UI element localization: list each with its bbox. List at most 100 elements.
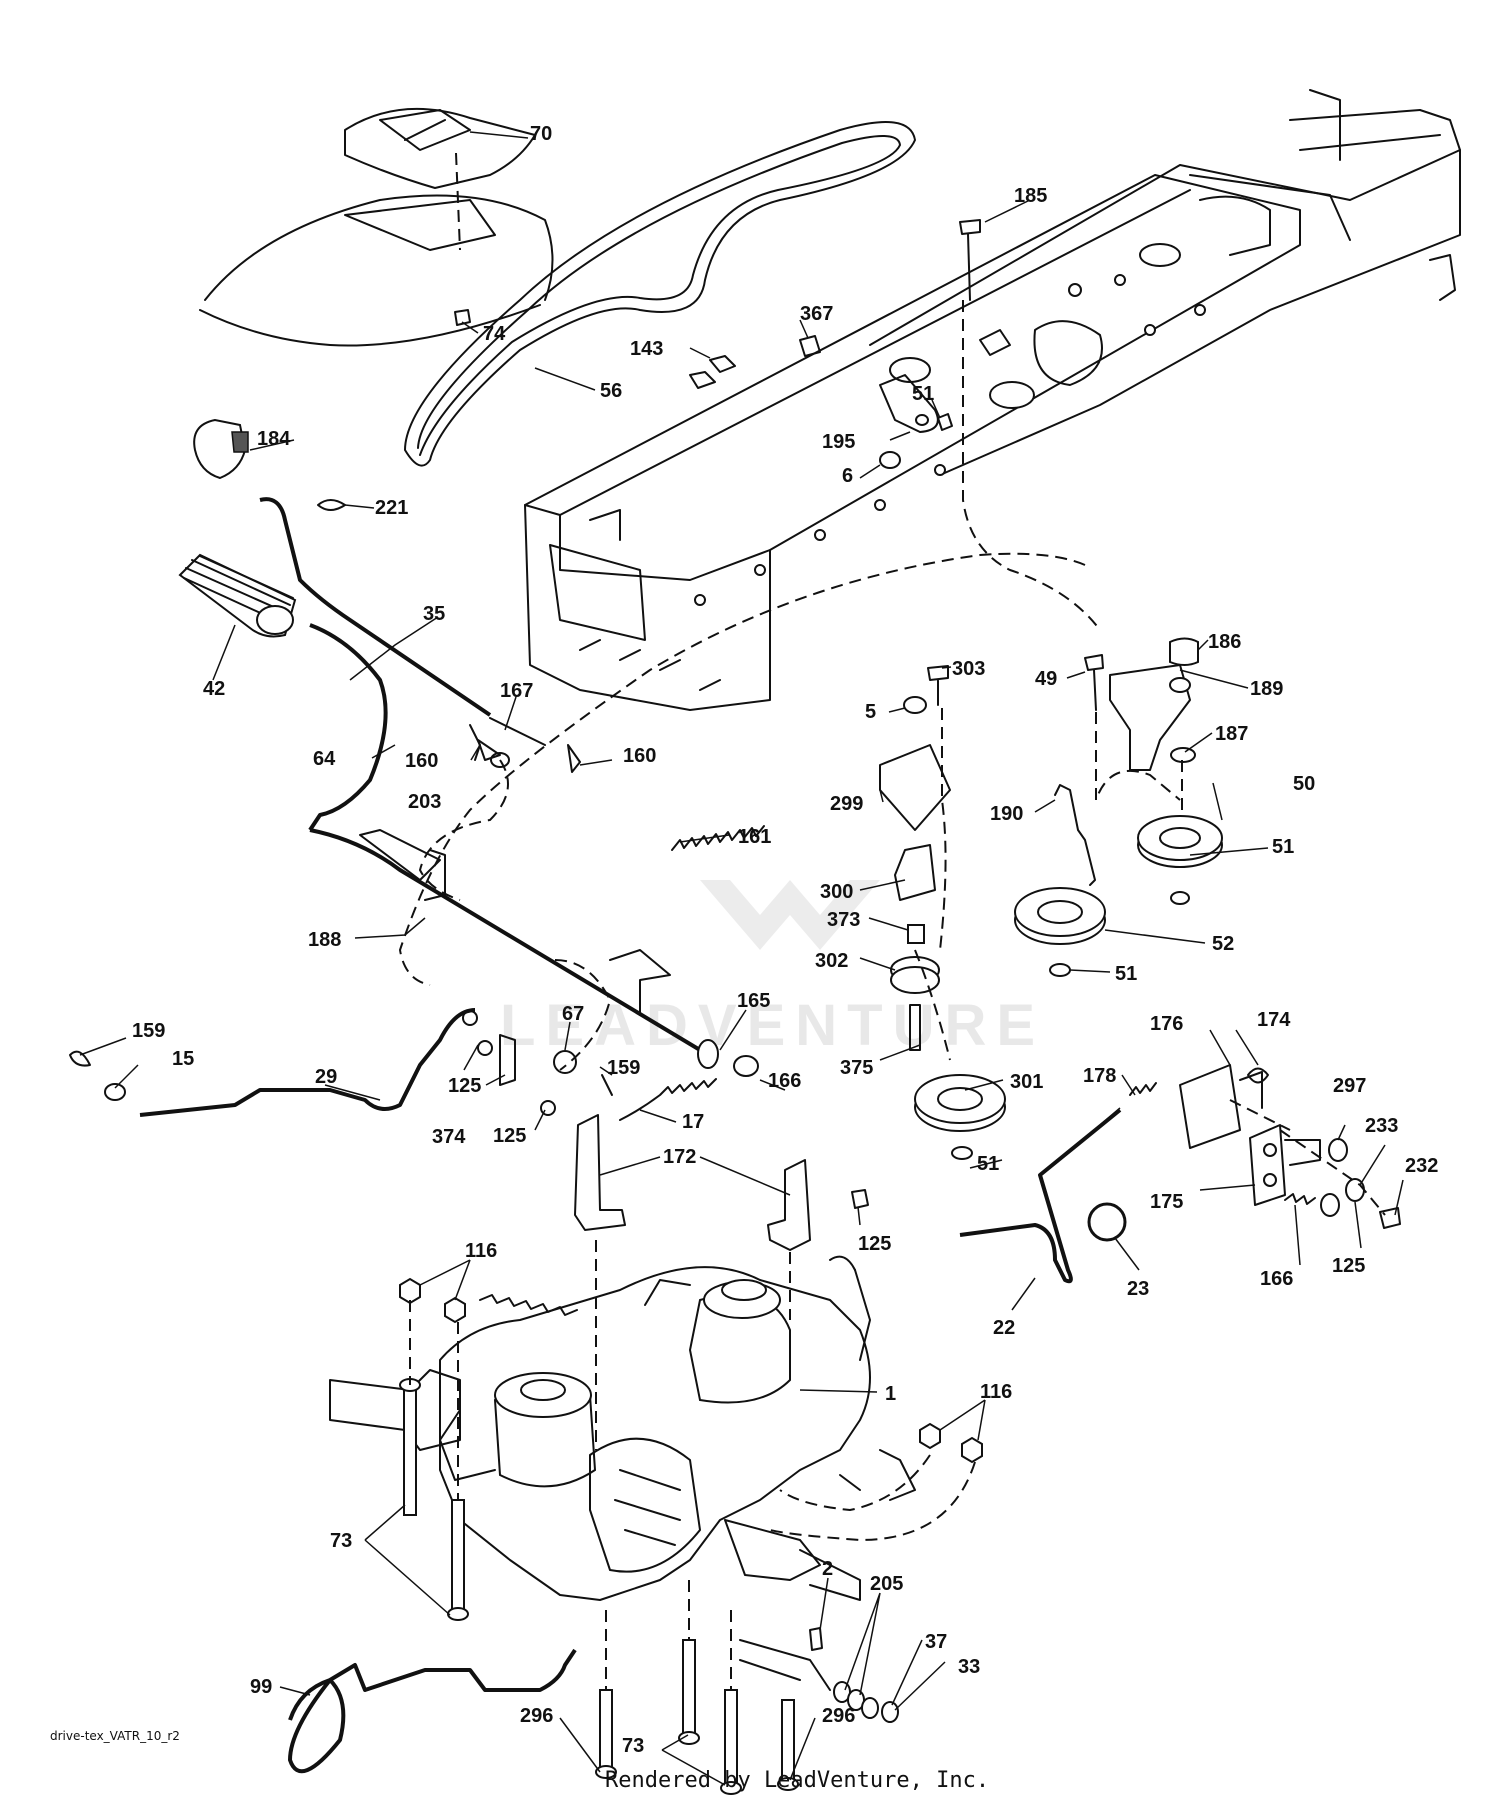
callout-373: 373 [827,909,860,931]
callout-303: 303 [952,658,985,680]
frame-hardware [454,309,953,469]
callout-367: 367 [800,303,833,325]
callout-29: 29 [315,1066,337,1088]
callout-143: 143 [630,338,663,360]
callout-296-a: 296 [520,1705,553,1727]
callout-167: 167 [500,680,533,702]
callout-74: 74 [483,323,506,345]
callout-51-b: 51 [1272,836,1294,858]
callout-186: 186 [1208,631,1241,653]
callout-2: 2 [822,1558,833,1580]
callout-160-a: 160 [405,750,438,772]
callout-64: 64 [313,748,336,770]
callout-50: 50 [1293,773,1315,795]
callout-233: 233 [1365,1115,1398,1137]
callout-185: 185 [1014,185,1047,207]
callout-166-a: 166 [768,1070,801,1092]
idler-arm [879,696,951,1051]
callout-42: 42 [203,678,225,700]
rod-22 [959,1108,1122,1284]
callout-99: 99 [250,1676,272,1698]
callout-22: 22 [993,1317,1015,1339]
callout-172: 172 [663,1146,696,1168]
watermark: LEADVENTURE [500,880,1035,1058]
callout-160-b: 160 [623,745,656,767]
callout-190: 190 [990,803,1023,825]
connection-lines [398,152,1386,1690]
drive-belt [404,121,916,467]
callout-166-b: 125 [1332,1255,1365,1277]
transaxle-hardware [399,1277,983,1795]
callout-37: 37 [925,1631,947,1653]
callout-56: 56 [600,380,622,402]
callout-161: 161 [738,826,771,848]
callout-195: 195 [822,431,855,453]
callout-73-a: 73 [330,1530,352,1552]
bypass-rod [288,1648,577,1774]
callout-1: 1 [885,1383,896,1405]
callout-5: 5 [865,701,876,723]
callout-116-b: 116 [980,1381,1012,1403]
callout-165: 165 [737,990,770,1012]
callout-301: 301 [1010,1071,1043,1093]
callout-174: 174 [1257,1009,1291,1031]
callout-35: 35 [423,603,445,625]
callout-176: 176 [1150,1013,1183,1035]
knob [193,418,249,480]
callout-49: 49 [1035,668,1057,690]
callout-221: 221 [375,497,408,519]
callout-51-a: 51 [912,383,934,405]
bolts-upper [927,219,1104,711]
callout-125-a: 125 [448,1075,481,1097]
callout-205: 205 [870,1573,903,1595]
callout-232: 232 [1405,1155,1438,1177]
callout-203: 203 [408,791,441,813]
rendered-by: Rendered by LeadVenture, Inc. [605,1768,989,1793]
callout-6: 6 [842,465,853,487]
callout-188: 188 [308,929,341,951]
linkage-hardware [317,499,759,1116]
springs [619,825,765,1121]
callouts: 70 185 74 367 143 56 51 195 184 6 221 35… [132,123,1438,1757]
callout-33: 33 [958,1656,980,1678]
callout-300: 300 [820,881,853,903]
transaxle [329,1255,916,1601]
frame [524,89,1461,711]
idler-bracket [1054,637,1199,886]
diagram-code: drive-tex_VATR_10_r2 [50,1729,180,1743]
right-bracket [1087,1064,1401,1242]
control-rod [69,1008,476,1117]
callout-67: 67 [562,1003,584,1025]
pedal-shaft [259,497,702,1052]
callout-299: 299 [830,793,863,815]
callout-375: 375 [840,1057,873,1079]
callout-125-b: 125 [493,1125,526,1147]
callout-175: 175 [1150,1191,1183,1213]
callout-116-a: 116 [465,1240,497,1262]
callout-159-a: 159 [132,1020,165,1042]
callout-297: 297 [1333,1075,1366,1097]
callout-125-d: 166 [1260,1268,1293,1290]
callout-51-c: 51 [1115,963,1137,985]
callout-52: 52 [1212,933,1234,955]
leader-lines [79,131,1404,1786]
callout-178: 178 [1083,1065,1116,1087]
callout-159-b: 159 [607,1057,640,1079]
callout-51-d: 51 [977,1153,999,1175]
callout-187: 187 [1215,723,1248,745]
fender-and-cover [199,107,554,347]
callout-296-b: 296 [822,1705,855,1727]
callout-17: 17 [682,1111,704,1133]
callout-73-b: 73 [622,1735,644,1757]
callout-15: 15 [172,1048,194,1070]
callout-70: 70 [530,123,552,145]
pedal [178,553,297,638]
pulleys [914,815,1223,1160]
callout-125-c: 125 [858,1233,891,1255]
callout-184: 184 [257,428,291,450]
callout-374: 374 [432,1126,466,1148]
mount-brackets [574,1114,869,1251]
callout-189: 189 [1250,678,1283,700]
callout-23: 23 [1127,1278,1149,1300]
